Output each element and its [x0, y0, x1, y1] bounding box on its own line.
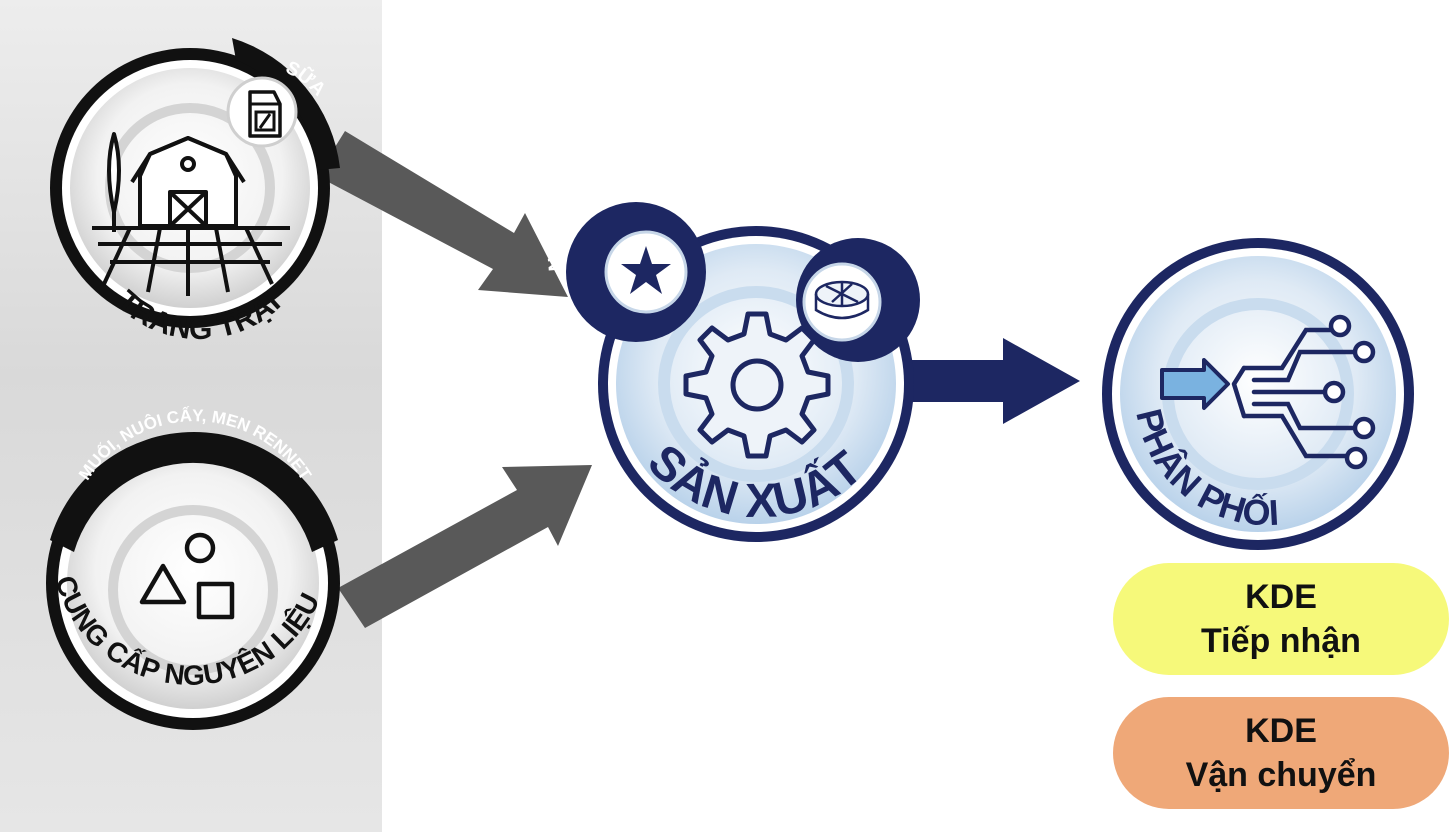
kde-receive-line1: KDE	[1245, 578, 1317, 616]
supply-tag-band	[50, 432, 338, 552]
kde-ship-line2: Vận chuyển	[1185, 756, 1377, 794]
tag-cheese: PHÔ MAI MỀM	[796, 201, 935, 362]
kde-receive-badge: KDE Tiếp nhận	[1113, 563, 1449, 675]
milk-carton-icon	[226, 76, 298, 148]
kde-ship-badge: KDE Vận chuyển	[1113, 697, 1449, 809]
arrow-supply-to-production	[338, 465, 592, 628]
barn-icon	[92, 132, 290, 296]
kde-receive-line2: Tiếp nhận	[1201, 622, 1361, 660]
kde-ship-line1: KDE	[1245, 712, 1317, 750]
arrow-farm-to-production	[317, 131, 568, 297]
star-icon	[621, 246, 671, 294]
shapes-icon	[139, 532, 235, 620]
tag-tlc: NƠI TẠO TLC	[545, 174, 706, 342]
distribution-network-icon	[1160, 314, 1376, 470]
farm-tag-band	[232, 38, 340, 170]
gear-icon	[683, 311, 831, 459]
node-farm: SỮA TRANG TRẠI	[50, 38, 340, 346]
node-distribution: PHÂN PHỐI	[1102, 238, 1414, 550]
node-production: NƠI TẠO TLC PHÔ MAI MỀM SẢN XUẤT	[545, 174, 935, 542]
cheese-wheel-icon	[814, 280, 870, 320]
node-supply: MUỐI, NUÔI CẤY, MEN RENNET CUNG CẤP NGUY…	[46, 406, 340, 730]
arrow-production-to-distribution	[886, 338, 1080, 424]
